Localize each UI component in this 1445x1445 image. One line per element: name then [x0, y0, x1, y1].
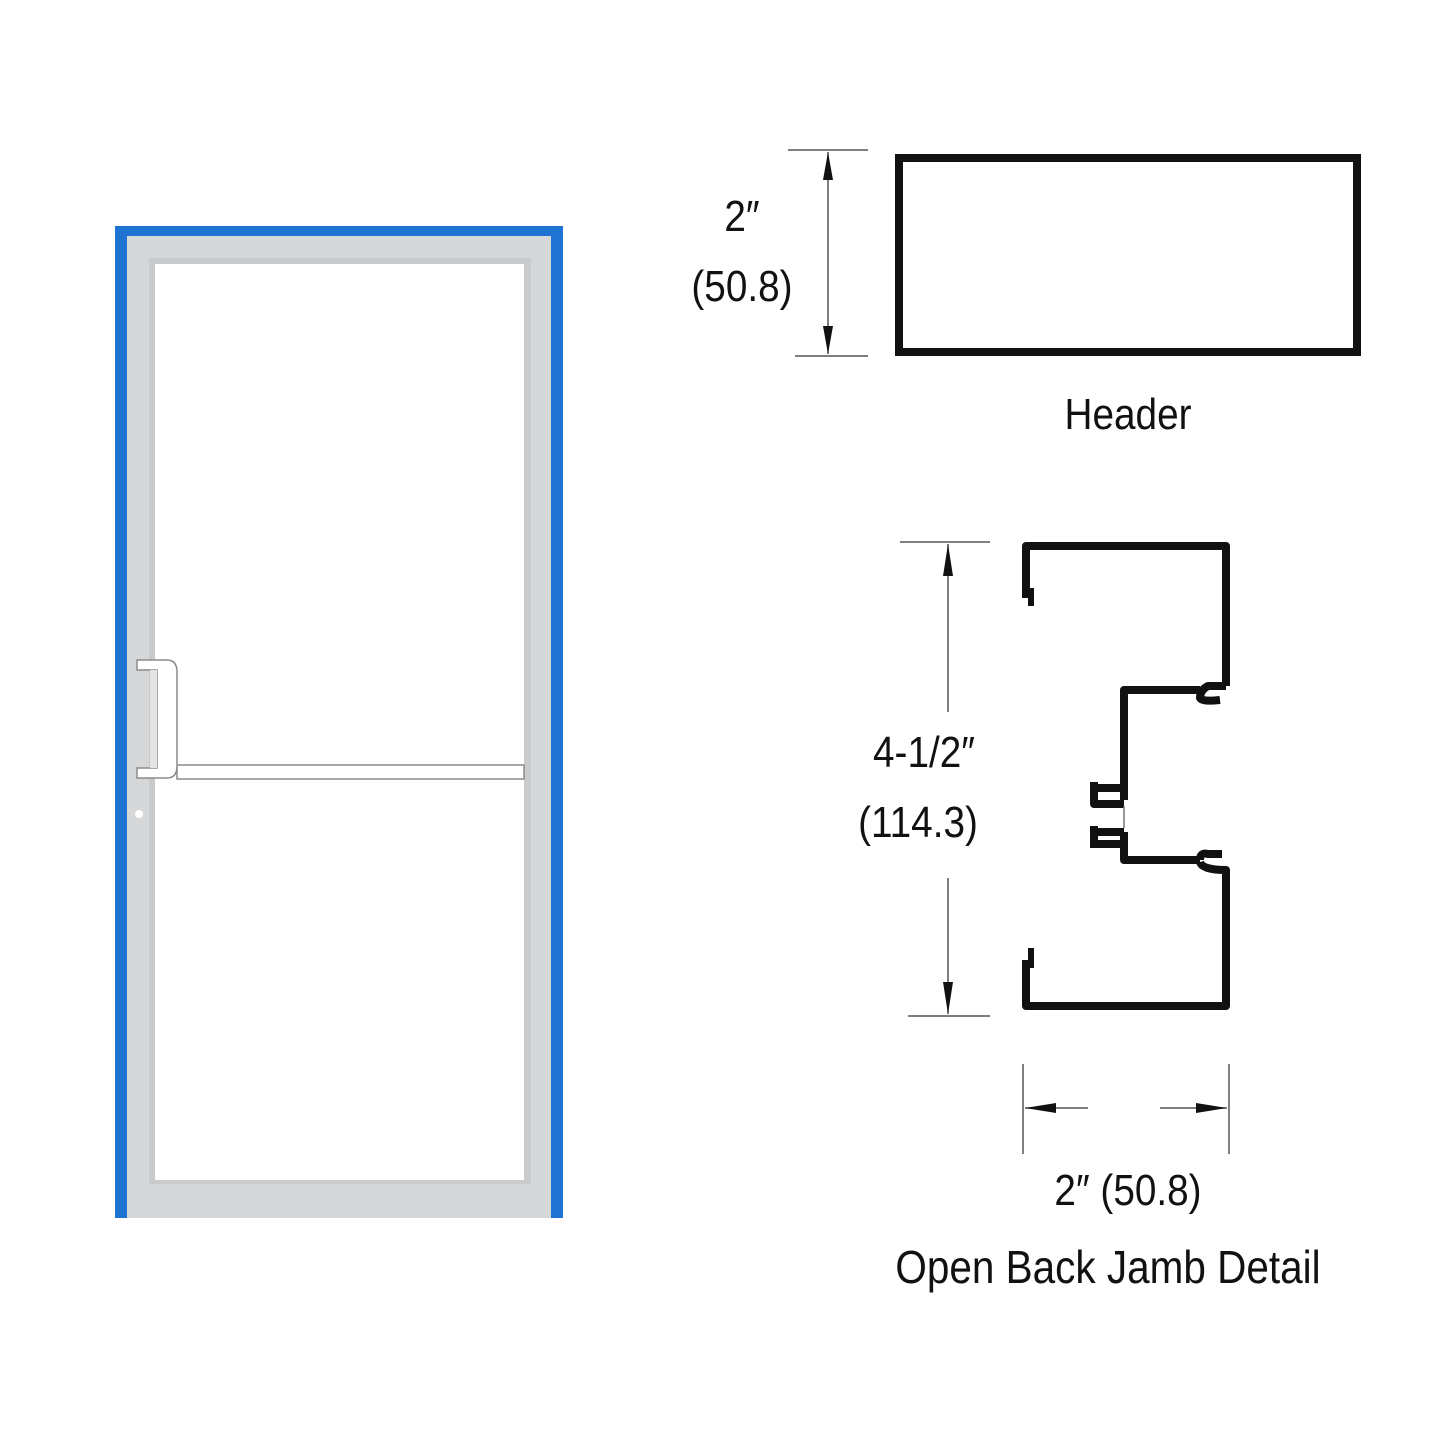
arrow-down-icon	[943, 982, 953, 1014]
header-dimension-mm: (50.8)	[691, 262, 793, 311]
jamb-height-inches: 4-1/2″	[873, 728, 975, 777]
header-profile	[895, 154, 1361, 356]
lock-cylinder-icon	[135, 810, 143, 818]
door-elevation	[115, 226, 563, 1218]
arrow-left-icon	[1025, 1103, 1056, 1113]
arrow-up-icon	[943, 544, 953, 576]
jamb-profile	[1022, 542, 1230, 1010]
arrow-up-icon	[823, 152, 833, 180]
push-bar	[176, 764, 525, 780]
jamb-caption: Open Back Jamb Detail	[895, 1241, 1321, 1293]
header-dimension-inches: 2″	[724, 192, 760, 241]
jamb-width-label: 2″ (50.8)	[1054, 1166, 1202, 1215]
header-caption: Header	[1064, 390, 1192, 439]
arrow-down-icon	[823, 326, 833, 354]
door-glass	[155, 264, 524, 1180]
door-drawing	[115, 226, 563, 1218]
arrow-right-icon	[1196, 1103, 1227, 1113]
jamb-height-mm: (114.3)	[858, 798, 978, 847]
